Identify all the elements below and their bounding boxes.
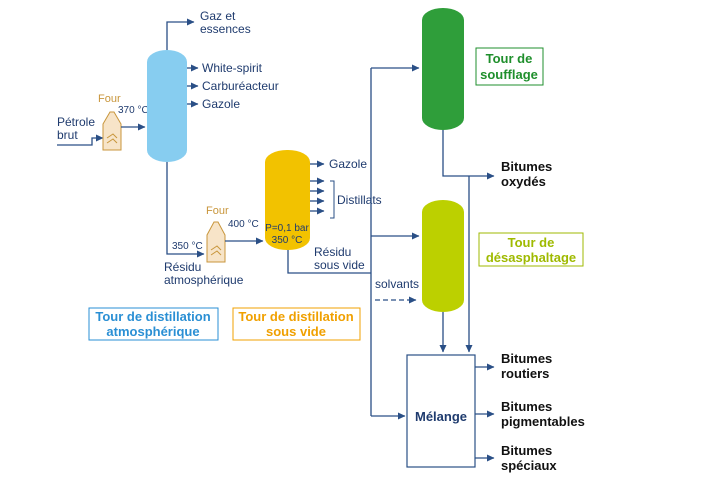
bitumes-oxydes-line1: Bitumes: [501, 159, 552, 174]
residu-vide-label-line2: sous vide: [314, 258, 365, 272]
atmospheric-title-box: [88, 307, 219, 341]
residu-atm-label-line2: atmosphérique: [164, 273, 244, 287]
desasphaltage-title-line1: Tour de: [508, 235, 555, 250]
bitumes-speciaux-line2: spéciaux: [501, 458, 557, 473]
oxydes-line: [442, 130, 495, 180]
bitumes-pigmentables-line2: pigmentables: [501, 414, 585, 429]
vacuum-title-line1: Tour de distillation: [238, 309, 353, 324]
vacuum-title-line2: sous vide: [266, 324, 326, 339]
desasphaltage-title-line2: désasphaltage: [486, 250, 576, 265]
residu-atm-label-line1: Résidu: [164, 260, 201, 274]
petrole-label-line2: brut: [57, 128, 78, 142]
gaz-essences-line: [166, 18, 195, 50]
white-spirit-label: White-spirit: [202, 61, 263, 75]
bitumes-speciaux-line1: Bitumes: [501, 443, 552, 458]
distillats-label: Distillats: [337, 193, 382, 207]
vacuum-conditions-line1: P=0,1 bar: [265, 223, 309, 234]
bitumes-routiers-line1: Bitumes: [501, 351, 552, 366]
vacuum-tower: [265, 150, 310, 250]
soufflage-title-box: [475, 47, 544, 86]
bitumes-oxydes-line2: oxydés: [501, 174, 546, 189]
atmospheric-title-line1: Tour de distillation: [95, 309, 210, 324]
gaz-essences-label-line2: essences: [200, 22, 251, 36]
vacuum-conditions-line2: 350 °C: [272, 235, 303, 246]
solvants-label: solvants: [375, 277, 419, 291]
four2-label: Four: [206, 205, 229, 217]
residu-vide-label-line1: Résidu: [314, 245, 351, 259]
four2-furnace-icon: [206, 221, 226, 263]
four2-temp-in: 350 °C: [172, 241, 203, 252]
residu-vide-line: [287, 250, 371, 274]
soufflage-title-line1: Tour de: [486, 51, 533, 66]
desasphaltage-tower: [422, 200, 464, 312]
petrole-label-line1: Pétrole: [57, 115, 95, 129]
bitumes-pigmentables-line1: Bitumes: [501, 399, 552, 414]
soufflage-title-line2: soufflage: [480, 67, 538, 82]
four1-temp: 370 °C: [118, 105, 149, 116]
gazole-atm-label: Gazole: [202, 97, 240, 111]
melange-box: [406, 354, 476, 468]
gaz-essences-label-line1: Gaz et: [200, 9, 236, 23]
petrole-flow-line: [57, 134, 104, 146]
carbureacteur-label: Carburéacteur: [202, 79, 279, 93]
atmospheric-title-line2: atmosphérique: [106, 324, 199, 339]
four1-furnace-icon: [102, 111, 122, 151]
distillats-bracket: [330, 180, 335, 219]
four1-label: Four: [98, 93, 121, 105]
bitumes-routiers-line2: routiers: [501, 366, 549, 381]
melange-label: Mélange: [415, 409, 467, 424]
soufflage-tower: [422, 8, 464, 130]
residu-atm-line: [166, 162, 205, 258]
four2-temp-out: 400 °C: [228, 219, 259, 230]
gazole-vac-label: Gazole: [329, 157, 367, 171]
vacuum-title-box: [232, 307, 361, 341]
desasphaltage-title-box: [478, 232, 584, 267]
atmospheric-tower: [147, 50, 187, 162]
